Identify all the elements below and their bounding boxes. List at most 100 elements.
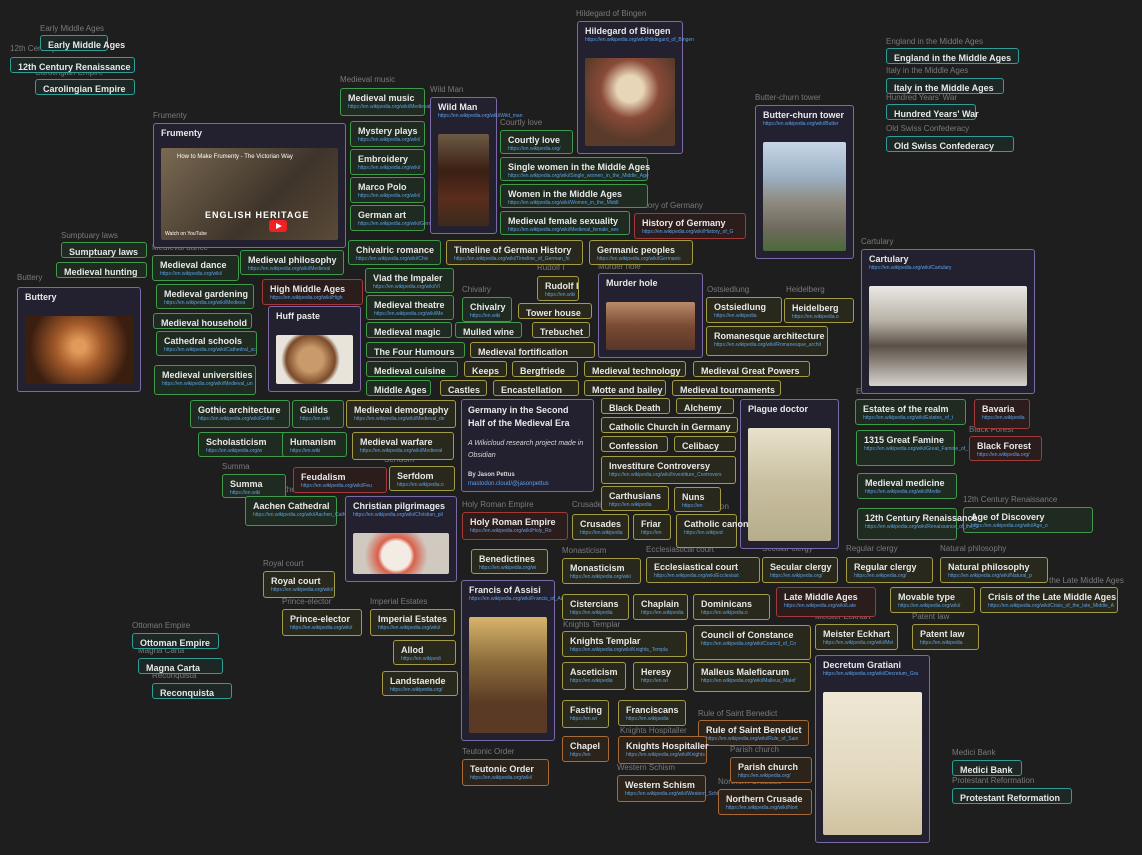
card-link[interactable]: https://en.wikipedia.org/wiki/Butter xyxy=(763,121,839,127)
card-link[interactable]: https://en.wikipedia.o xyxy=(701,610,748,616)
card-link[interactable]: https://en.wikipedia.org/wiki/Feu xyxy=(301,483,372,489)
card-link[interactable]: https://en.wikipedia.org/wiki/Gothic xyxy=(198,416,275,422)
card-link[interactable]: https://en xyxy=(641,530,662,536)
card-link[interactable]: https://en.wikipedia xyxy=(580,530,623,536)
card-link[interactable]: https://en.wikipedia.org/wiki/ xyxy=(470,775,533,781)
card-keeps[interactable]: Keeps xyxy=(464,361,507,377)
card-link[interactable]: https://en.wikipedia.org/wiki/ xyxy=(271,587,334,593)
card-bergfriede[interactable]: Bergfriede xyxy=(512,361,578,377)
title-card-mastodon-link[interactable]: mastodon.cloud/@jasonpettus xyxy=(468,481,549,487)
card-alchemy[interactable]: Alchemy xyxy=(676,398,734,414)
card-link[interactable]: https://en.wikipedia.org/wiki/Knights xyxy=(626,752,705,758)
card-link[interactable]: https://en.wi xyxy=(570,716,597,722)
card-link[interactable]: https://en.wikipedia.org/wiki/Investitur… xyxy=(609,472,722,478)
card-link[interactable]: https://en.wikipedia.org/wiki/Medieval_d… xyxy=(354,416,445,422)
card-link[interactable]: https://en.wikipedia.org/wiki/Natural_p xyxy=(948,573,1032,579)
card-link[interactable]: https://en.wikipedia.org/wiki/Council_of… xyxy=(701,641,797,647)
card-link[interactable]: https://en.wikipedia.org/w xyxy=(206,448,263,454)
card-link[interactable]: https://en.wikipedia.org/ xyxy=(977,452,1030,458)
card-link[interactable]: https://en.wikipedia.org/wiki/Mei xyxy=(823,640,894,646)
card-link[interactable]: https://en.wikipedia.org/wiki/History_of… xyxy=(642,229,734,235)
card-12th-century-renaissance[interactable]: 12th Century Renaissance xyxy=(10,57,135,73)
card-link[interactable]: https://en.wikipedia.org/wiki/Vl xyxy=(373,284,440,290)
card-tower-house[interactable]: Tower house xyxy=(518,303,592,319)
card-black-death[interactable]: Black Death xyxy=(601,398,670,414)
card-link[interactable]: https://en.wikipedi xyxy=(401,656,441,662)
card-link[interactable]: https://en.wi xyxy=(641,678,668,684)
card-link[interactable]: https://en.wiki xyxy=(290,448,321,454)
card-trebuchet[interactable]: Trebuchet xyxy=(532,322,590,338)
card-middle-ages[interactable]: Middle Ages xyxy=(366,380,431,396)
card-link[interactable]: https://en.wikipedia.org/wiki/Malleus_Ma… xyxy=(701,678,796,684)
card-link[interactable]: https://en.wikipedia.org/ xyxy=(738,773,791,779)
card-link[interactable]: https://en.wikipedia.org/wiki/Medieval_u… xyxy=(162,381,253,387)
card-medieval-cuisine[interactable]: Medieval cuisine xyxy=(366,361,458,377)
card-carolingian-empire[interactable]: Carolingian Empire xyxy=(35,79,135,95)
card-link[interactable]: https://en.wikipedia.org/wiki/High xyxy=(270,295,343,301)
card-link[interactable]: https://en.wikipedia.org/wiki/Francis_of… xyxy=(469,596,571,602)
card-link[interactable]: https://en.wikipedia.org/wiki/Timeline_o… xyxy=(454,256,570,262)
card-motte-and-bailey[interactable]: Motte and bailey xyxy=(584,380,666,396)
card-link[interactable]: https://en.wikipedia.org/ xyxy=(770,573,823,579)
card-medieval-great-powers[interactable]: Medieval Great Powers xyxy=(693,361,810,377)
card-link[interactable]: https://en.wikipedia.org/wiki/Age_o xyxy=(971,523,1048,529)
card-medieval-household[interactable]: Medieval household xyxy=(153,313,252,329)
card-link[interactable]: https://en.wikipedia.org/wiki/Medieval xyxy=(248,266,331,272)
card-link[interactable]: https://en.wikipedia.o xyxy=(397,482,444,488)
card-encastellation[interactable]: Encastellation xyxy=(493,380,579,396)
card-link[interactable]: https://en.wikipedia.org/wi xyxy=(479,565,537,571)
card-link[interactable]: https://en.wikipedia.org/wiki/Women_in_t… xyxy=(508,200,619,206)
card-magna-carta[interactable]: Magna Carta xyxy=(138,658,223,674)
card-link[interactable]: https://en.wikipedia.org/wiki/Cathedral_… xyxy=(164,347,256,353)
card-link[interactable]: https://en.wikipedia xyxy=(570,610,613,616)
card-link[interactable]: https://en.wikipedia.org/wiki/Medieval xyxy=(360,448,443,454)
card-link[interactable]: https://en.wikipedia.org/wiki/Medie xyxy=(865,489,941,495)
card-protestant-reformation[interactable]: Protestant Reformation xyxy=(952,788,1072,804)
card-plague-doctor[interactable]: Plague doctor xyxy=(740,399,839,549)
card-link[interactable]: https://en.wikipedia xyxy=(609,502,652,508)
card-ottoman-empire[interactable]: Ottoman Empire xyxy=(132,633,219,649)
card-medici-bank[interactable]: Medici Bank xyxy=(952,760,1022,776)
card-catholic-church-in-germany[interactable]: Catholic Church in Germany xyxy=(601,417,738,433)
card-link[interactable]: https://en xyxy=(682,503,703,509)
card-link[interactable]: https://en.wikipedia xyxy=(714,313,757,319)
card-link[interactable]: https://en.wikipedia.org/wiki/Single_wom… xyxy=(508,173,649,179)
card-link[interactable]: https://en.wiki xyxy=(230,490,261,496)
